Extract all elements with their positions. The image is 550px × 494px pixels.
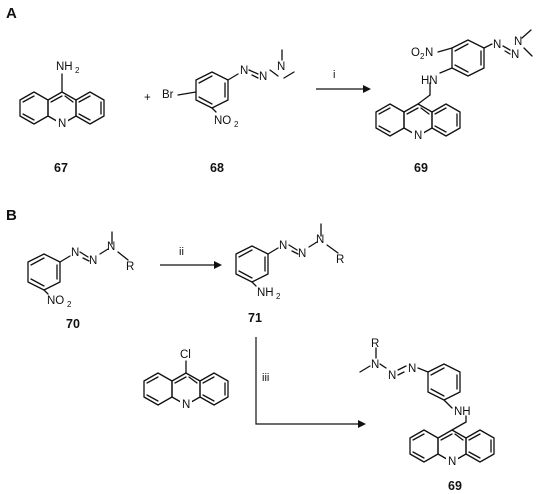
ring-nitrogen-67: N: [58, 118, 66, 130]
chloroacridine-structure: [143, 360, 229, 406]
compound-label-69: 69: [414, 161, 428, 175]
triazene-N1-71: N: [279, 240, 287, 252]
triazene-N1-69: N: [493, 39, 501, 51]
triazene-N2-69: N: [511, 49, 519, 61]
compound-69b-structure: [359, 347, 495, 463]
compound-68-structure: [177, 49, 295, 113]
r-group-70: R: [126, 261, 134, 273]
reagent-iii: iii: [262, 372, 269, 384]
compound-label-69b: 69: [448, 479, 462, 493]
compound-69-structure: [375, 29, 533, 137]
nitro-subscript-69: 2: [420, 52, 425, 61]
nitro-label-68: NO: [214, 115, 231, 127]
compound-label-70: 70: [66, 317, 80, 331]
r-group-69b: R: [371, 338, 379, 350]
ring-nitrogen-69: N: [414, 130, 422, 142]
compound-67-structure: NH 2: [19, 61, 105, 125]
triazene-N1-68: N: [240, 65, 248, 77]
nitro-O-label-69: O: [411, 47, 420, 59]
nh-label-69: HN: [421, 75, 438, 87]
triazene-N3-68: N: [277, 61, 285, 73]
triazene-N2-69b: N: [388, 370, 396, 382]
amine-label: NH: [56, 61, 73, 73]
panel-label-a: A: [6, 5, 17, 22]
reagent-i: i: [333, 69, 335, 81]
ring-nitrogen-chloroacridine: N: [182, 399, 190, 411]
ring-nitrogen-69b: N: [448, 456, 456, 468]
chlorine-label: Cl: [180, 349, 191, 361]
nitro-subscript-68: 2: [234, 120, 239, 129]
triazene-N3-69: N: [514, 36, 522, 48]
triazene-N3-70: N: [107, 241, 115, 253]
plus-sign: +: [144, 92, 151, 104]
panel-label-b: B: [6, 207, 17, 224]
reagent-ii: ii: [179, 246, 184, 258]
nitro-subscript-70: 2: [67, 300, 72, 309]
amine-subscript: 2: [75, 66, 80, 75]
triazene-N2-71: N: [298, 248, 306, 260]
triazene-N1-69b: N: [408, 363, 416, 375]
nitro-N-label-69: N: [425, 47, 433, 59]
amine-subscript-71: 2: [276, 292, 281, 301]
compound-label-67: 67: [54, 161, 68, 175]
compound-71-structure: [235, 223, 339, 287]
triazene-N2-70: N: [89, 255, 97, 267]
nitro-label-70: NO: [47, 295, 64, 307]
compound-70-structure: [27, 231, 129, 295]
reaction-arrow-iii: [255, 337, 358, 425]
compound-label-71: 71: [248, 311, 262, 325]
compound-label-68: 68: [210, 161, 224, 175]
triazene-N1-70: N: [71, 247, 79, 259]
triazene-N3-69b: N: [371, 359, 379, 371]
arrowhead-ii: [214, 261, 222, 269]
nh-label-69b: NH: [454, 406, 471, 418]
arrowhead-iii: [358, 420, 366, 428]
triazene-N3-71: N: [316, 234, 324, 246]
arrowhead-i: [363, 85, 371, 93]
amine-label-71: NH: [257, 287, 274, 299]
r-group-71: R: [336, 254, 344, 266]
bromine-label: Br: [162, 89, 174, 101]
triazene-N2-68: N: [259, 71, 267, 83]
